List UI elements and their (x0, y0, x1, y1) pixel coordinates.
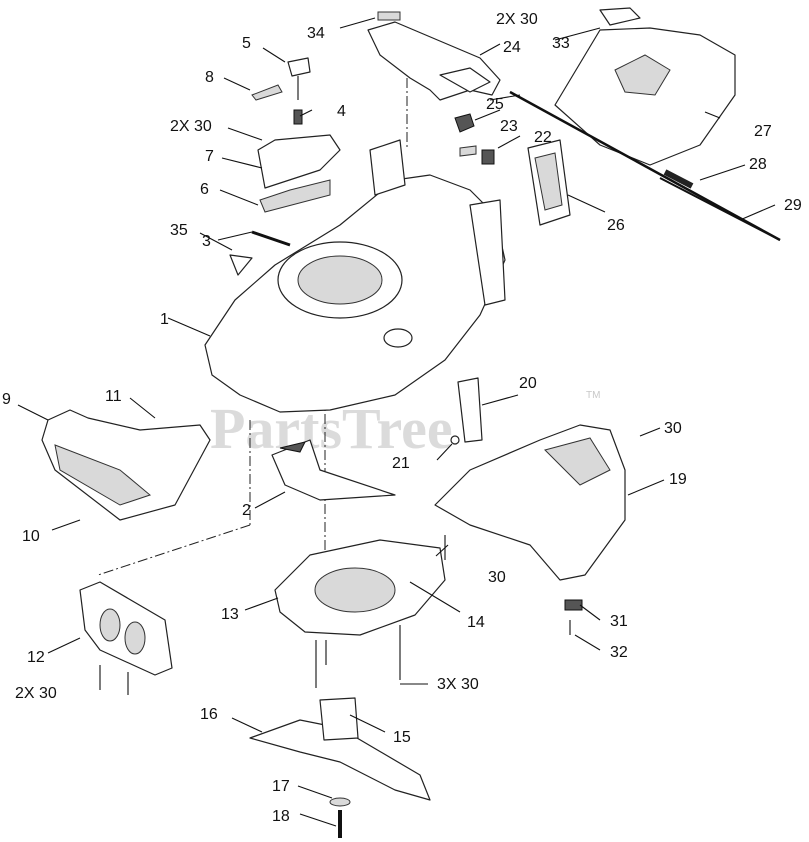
label-30a: 30 (664, 420, 682, 437)
label-26: 26 (607, 217, 625, 234)
mulch-deflector (271, 439, 396, 501)
latch-part (450, 377, 483, 445)
label-24: 24 (503, 39, 521, 56)
label-23: 23 (500, 118, 518, 135)
small-bracket-parts (454, 113, 495, 165)
label-12: 12 (27, 649, 45, 666)
label-17: 17 (272, 778, 290, 795)
label-5: 5 (242, 35, 251, 52)
label-11: 11 (105, 388, 122, 405)
label-qty-bottom-left: 2X 30 (15, 685, 57, 702)
deck-housing (204, 139, 506, 413)
label-9: 9 (2, 391, 11, 408)
label-10: 10 (22, 528, 40, 545)
label-15: 15 (393, 729, 411, 746)
label-7: 7 (205, 148, 214, 165)
label-3: 3 (202, 233, 211, 250)
label-18: 18 (272, 808, 290, 825)
label-19: 19 (669, 471, 687, 488)
label-21: 21 (392, 455, 410, 472)
label-6: 6 (200, 181, 209, 198)
label-27: 27 (754, 123, 772, 140)
watermark-tm: TM (586, 390, 600, 401)
rear-cover (554, 7, 736, 166)
label-30b: 30 (488, 569, 506, 586)
label-14: 14 (467, 614, 485, 631)
label-2: 2 (242, 502, 251, 519)
label-20: 20 (519, 375, 537, 392)
handle-bracket (367, 11, 501, 101)
label-32: 32 (610, 644, 628, 661)
label-qty-top: 2X 30 (496, 11, 538, 28)
label-35: 35 (170, 222, 188, 239)
label-22: 22 (534, 129, 552, 146)
label-25: 25 (486, 96, 504, 113)
label-13: 13 (221, 606, 239, 623)
label-1: 1 (160, 311, 169, 328)
hinge-rod (509, 90, 781, 242)
label-8: 8 (205, 69, 214, 86)
label-34: 34 (307, 25, 325, 42)
label-qty-deck: 3X 30 (437, 676, 479, 693)
rear-discharge (434, 424, 626, 635)
front-bumper (41, 409, 211, 521)
label-33: 33 (552, 35, 570, 52)
blade-assembly (249, 697, 431, 838)
label-16: 16 (200, 706, 218, 723)
mulch-baffle (274, 539, 446, 688)
label-4: 4 (337, 103, 346, 120)
callout-labels: 1 2 3 4 5 6 7 8 9 10 11 12 13 14 15 16 1… (2, 11, 802, 825)
flap-plate (527, 139, 571, 226)
height-adjuster (229, 57, 341, 276)
leader-lines (17, 17, 776, 827)
label-qty-left: 2X 30 (170, 118, 212, 135)
label-31: 31 (610, 613, 628, 630)
label-28: 28 (749, 156, 767, 173)
label-29: 29 (784, 197, 802, 214)
front-skirt (79, 581, 173, 695)
